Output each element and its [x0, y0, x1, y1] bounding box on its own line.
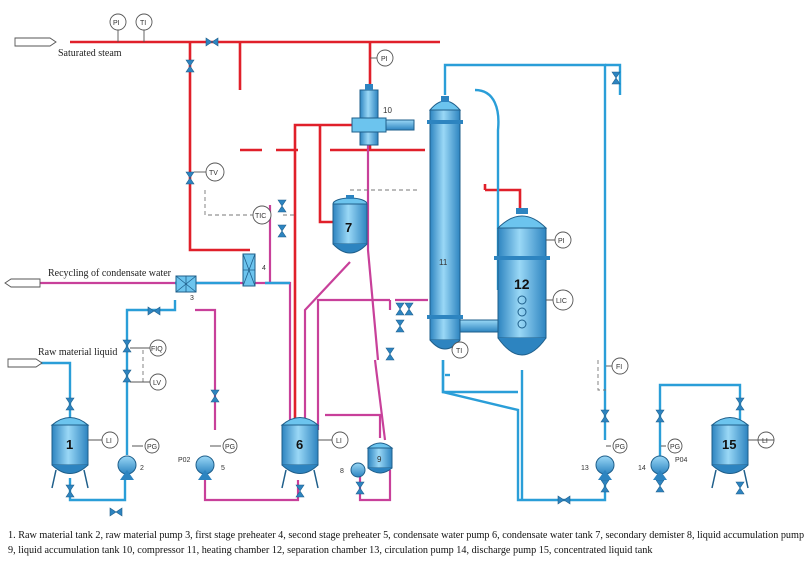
unit-5-number: 5 — [221, 465, 225, 472]
valve-icon — [185, 59, 195, 73]
valve-icon — [385, 347, 395, 361]
discharge-pump: 14 — [638, 455, 670, 480]
legend-line-1: 1. Raw material tank 2, raw material pum… — [8, 530, 804, 541]
pg-13-label: PG — [615, 444, 625, 451]
process-flow-diagram: 7 10 11 12 1 — [4, 13, 775, 517]
valve-icon — [277, 224, 287, 238]
unit-1-number: 1 — [66, 437, 73, 452]
first-stage-preheater — [175, 275, 197, 293]
heating-chamber: 11 — [427, 96, 499, 350]
li-15-label: LI — [762, 438, 768, 445]
raw-material-liquid-label: Raw material liquid — [38, 347, 117, 358]
legend-line-2: 9, liquid accumulation tank 10, compress… — [8, 545, 653, 556]
instrument-labels: PI TI PI TV TIC FIQ LV LI PG PG LI PI LI… — [106, 20, 768, 464]
instrument-stems — [88, 30, 774, 447]
valve-icon — [147, 306, 161, 316]
unit-15-number: 15 — [722, 437, 736, 452]
valve-icon — [277, 199, 287, 213]
valve-icon — [404, 302, 414, 316]
valve-icon — [600, 479, 610, 493]
compressor: 10 — [351, 84, 415, 146]
steam-inlet-arrow — [14, 37, 57, 47]
pg-5-label: PG — [225, 444, 235, 451]
tv-label: TV — [209, 170, 218, 177]
valve-icon — [185, 171, 195, 185]
valve-icon — [122, 339, 132, 353]
fi-label: FI — [616, 364, 622, 371]
liquid-accumulation-pump: 8 — [340, 462, 366, 478]
valve-icon — [600, 409, 610, 423]
recycle-outlet-arrow — [4, 278, 41, 288]
pi-separator-label: PI — [558, 238, 565, 245]
valve-icon — [355, 481, 365, 495]
valves — [65, 37, 745, 517]
concentrated-liquid-tank: 15 — [710, 417, 750, 489]
ti-heating-label: TI — [456, 348, 462, 355]
unit-3-number: 3 — [190, 295, 194, 302]
second-stage-preheater — [242, 253, 256, 287]
equipment-legend: 1. Raw material tank 2, raw material pum… — [8, 528, 804, 558]
unit-6-number: 6 — [296, 437, 303, 452]
condensate-water-pump: 5 — [195, 455, 225, 480]
valve-icon — [205, 37, 219, 47]
valve-icon — [295, 484, 305, 498]
unit-11-number: 11 — [439, 258, 448, 267]
valve-icon — [210, 389, 220, 403]
pi-steam-label: PI — [113, 20, 120, 27]
valve-icon — [655, 409, 665, 423]
unit-9-number: 9 — [377, 455, 382, 464]
lv-label: LV — [153, 380, 161, 387]
unit-4-number: 4 — [262, 265, 266, 272]
fiq-label: FIQ — [151, 346, 163, 353]
raw-material-pump: 2 — [117, 455, 144, 480]
steam-lines — [70, 40, 522, 430]
pg-14-label: PG — [670, 444, 680, 451]
recycling-condensate-label: Recycling of condensate water — [48, 268, 172, 279]
unit-10-number: 10 — [383, 106, 392, 115]
pumps: 2 5 8 13 14 — [117, 455, 670, 480]
secondary-demister: 7 — [332, 195, 368, 254]
pg-2-label: PG — [147, 444, 157, 451]
circulation-pump: 13 — [581, 455, 615, 480]
unit-12-number: 12 — [514, 276, 530, 292]
valve-icon — [735, 397, 745, 411]
li-6-label: LI — [336, 438, 342, 445]
control-signal-lines — [142, 189, 606, 391]
valve-icon — [395, 302, 405, 316]
liquid-accumulation-tank: 9 — [366, 442, 394, 474]
inlet-arrows — [4, 37, 57, 368]
li-1-label: LI — [106, 438, 112, 445]
valve-icon — [109, 507, 123, 517]
ti-steam-label: TI — [140, 20, 146, 27]
separation-chamber: 12 — [494, 208, 550, 356]
raw-inlet-arrow — [7, 358, 43, 368]
raw-material-tank: 1 — [50, 417, 90, 489]
unit-2-number: 2 — [140, 465, 144, 472]
valve-icon — [122, 369, 132, 383]
unit-14-number: 14 — [638, 465, 646, 472]
condensate-water-tank: 6 — [280, 417, 320, 489]
saturated-steam-label: Saturated steam — [58, 48, 122, 59]
pi-compressor-label: PI — [381, 56, 388, 63]
valve-icon — [65, 397, 75, 411]
tic-label: TIC — [255, 213, 266, 220]
valve-icon — [611, 71, 621, 85]
valve-icon — [395, 319, 405, 333]
unit-7-number: 7 — [345, 220, 352, 235]
p04-label: P04 — [675, 457, 688, 464]
valve-icon — [65, 484, 75, 498]
p02-label: P02 — [178, 457, 191, 464]
valve-icon — [557, 495, 571, 505]
unit-13-number: 13 — [581, 465, 589, 472]
valve-icon — [655, 479, 665, 493]
unit-8-number: 8 — [340, 468, 344, 475]
lic-label: LIC — [556, 298, 567, 305]
valve-icon — [735, 481, 745, 495]
